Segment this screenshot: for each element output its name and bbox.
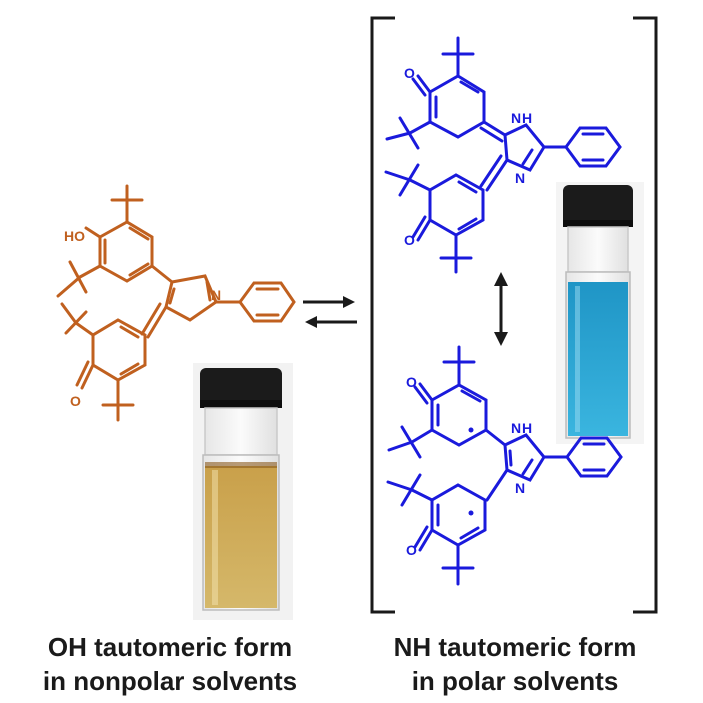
resonance-brackets [370,16,658,614]
radical-dot-upper [468,427,474,433]
n-label-bottom: N [515,480,525,496]
o-label-bottom-lower: O [406,542,417,558]
o-label-mid: O [404,232,415,248]
left-caption: OH tautomeric form in nonpolar solvents [10,630,330,698]
o-label-top: O [404,65,415,81]
nh-label-top-n: N [511,110,521,126]
o-label-bottom-upper: O [406,374,417,390]
nh-tautomer-diradical-structure [386,345,623,586]
left-caption-line2: in nonpolar solvents [42,666,298,696]
right-caption-line1: NH tautomeric form [393,632,637,662]
left-caption-line1: OH tautomeric form [47,632,293,662]
blue-vial-image [556,182,644,444]
equilibrium-arrows [303,296,357,328]
resonance-arrow [494,272,508,346]
nh-label-top-h: H [522,110,532,126]
right-caption: NH tautomeric form in polar solvents [365,630,665,698]
radical-dot-lower [468,510,474,516]
nh-label-bottom-n: N [511,420,521,436]
oh-tautomer-structure [56,184,296,422]
yellow-vial-image [193,363,293,620]
right-caption-line2: in polar solvents [411,666,619,696]
o-label-left: O [70,393,81,409]
n-label-left: N [211,287,221,303]
ho-label: HO [64,228,85,244]
nh-label-bottom-h: H [522,420,532,436]
n-label-top: N [515,170,525,186]
nh-tautomer-quinoid-structure [384,36,622,274]
